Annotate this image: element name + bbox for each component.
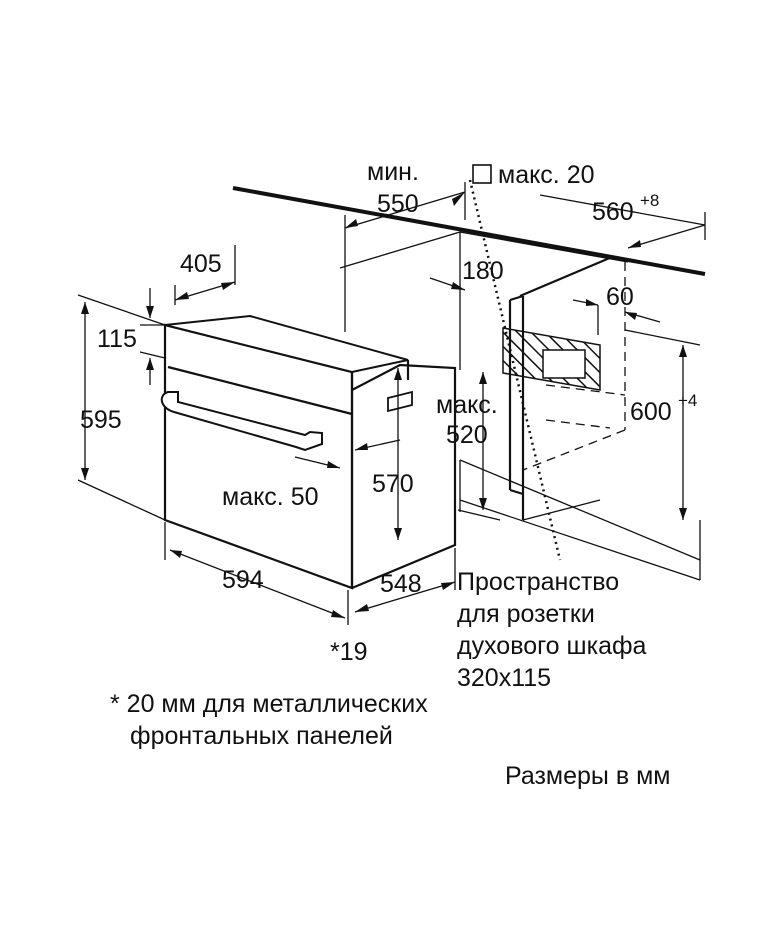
center-line: [468, 179, 562, 561]
label-180: 180: [462, 257, 504, 285]
label-min: мин.: [367, 158, 419, 186]
units-note: Размеры в мм: [505, 762, 670, 790]
label-405: 405: [180, 250, 222, 278]
label-560: 560: [592, 198, 634, 226]
label-600-tol: +4: [678, 391, 697, 410]
label-max20: макс. 20: [498, 161, 595, 189]
socket-space: [502, 327, 601, 391]
label-115: 115: [97, 325, 137, 353]
label-570: 570: [372, 470, 414, 498]
socket-note: Пространство для розетки духового шкафа …: [457, 568, 647, 692]
dimension-lines: [77, 182, 706, 625]
label-560-tol: +8: [640, 191, 659, 210]
label-595: 595: [80, 406, 122, 434]
label-548: 548: [380, 570, 422, 598]
socket-line-3: духового шкафа: [457, 632, 647, 660]
label-594: 594: [222, 566, 264, 594]
oven: [160, 314, 457, 590]
label-note-19: *19: [330, 638, 368, 666]
footnote-line-2: фронтальных панелей: [130, 722, 393, 750]
socket-line-2: для розетки: [457, 600, 595, 628]
max20-square-icon: [472, 164, 492, 184]
footnote: * 20 мм для металлических фронтальных па…: [110, 690, 428, 750]
socket-line-1: Пространство: [457, 568, 619, 596]
footnote-line-1: * 20 мм для металлических: [110, 690, 428, 718]
label-max50: макс. 50: [222, 483, 319, 511]
label-max-prefix: макс.: [436, 391, 498, 419]
worktop: [232, 186, 706, 298]
dimension-labels: мин. 550 макс. 20 560 +8 405 180 60 115 …: [80, 158, 697, 666]
label-60: 60: [606, 283, 634, 311]
label-600: 600: [630, 398, 672, 426]
socket-line-4: 320x115: [457, 664, 551, 692]
label-550: 550: [377, 190, 419, 218]
label-520: 520: [446, 421, 488, 449]
